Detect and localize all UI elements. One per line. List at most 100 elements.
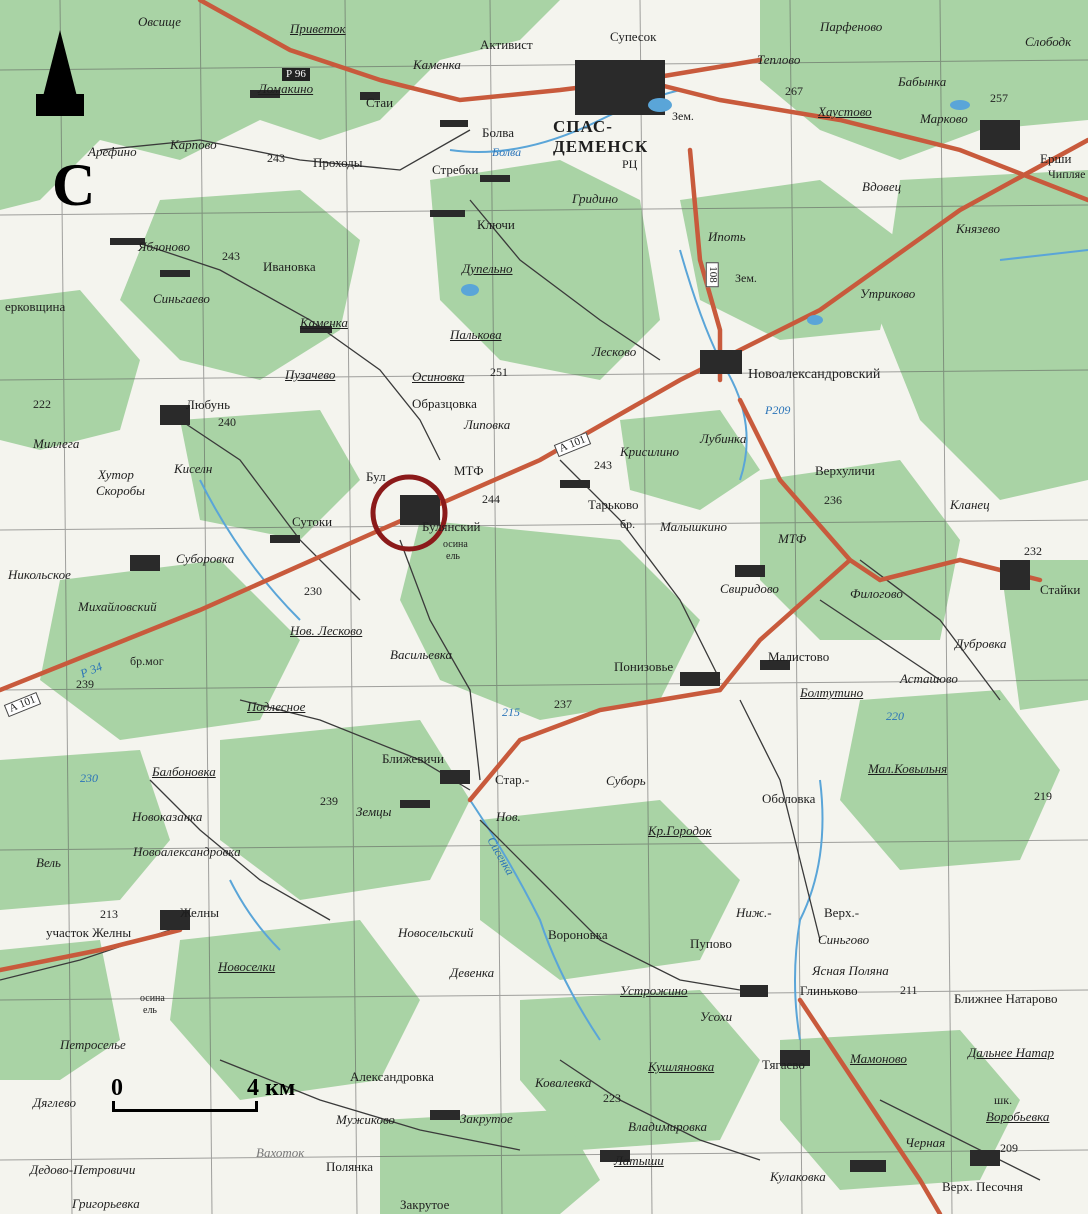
place-novoselki: Новоселки bbox=[218, 959, 276, 974]
place-knyazevo: Князево bbox=[956, 221, 1000, 236]
height-232: 232 bbox=[1024, 544, 1042, 558]
place-vasilyevka: Васильевка bbox=[390, 647, 452, 662]
place-astashovo: Асташово bbox=[900, 671, 958, 686]
place-malyshkino: Малышкино bbox=[660, 519, 727, 534]
contour-220: 220 bbox=[886, 709, 904, 723]
north-arrow-icon bbox=[36, 30, 84, 116]
place-pupovo: Пупово bbox=[690, 936, 732, 951]
place-stai: Стаи bbox=[366, 95, 394, 110]
place-lomakino: Ломакино bbox=[258, 81, 314, 96]
road-label-r96: Р 96 bbox=[282, 68, 310, 81]
place-klantsy: Кланец bbox=[950, 497, 990, 512]
height-244: 244 bbox=[482, 492, 500, 506]
place-kushlyanovka: Кушляновка bbox=[648, 1059, 715, 1074]
place-verkhulichi: Верхуличи bbox=[815, 463, 875, 478]
place-tserkovshchina: ерковщина bbox=[5, 299, 66, 314]
place-latyshi: Латыши bbox=[614, 1153, 664, 1168]
place-kr-gorodok: Кр.Городок bbox=[648, 823, 712, 838]
height-239-west: 239 bbox=[76, 677, 94, 691]
height-243-krisilino: 243 bbox=[594, 458, 612, 472]
place-aleksandrovka: Александровка bbox=[350, 1069, 434, 1084]
place-zemtsy: Земцы bbox=[356, 804, 392, 819]
label-rc: РЦ bbox=[622, 157, 638, 171]
place-ivanovka: Ивановка bbox=[263, 259, 316, 274]
contour-215: 215 bbox=[502, 705, 520, 719]
height-236: 236 bbox=[824, 493, 842, 507]
place-lyubun: Любунь bbox=[186, 397, 231, 412]
place-krisilino: Крисилино bbox=[620, 444, 680, 459]
place-grigoryevka: Григорьевка bbox=[72, 1196, 140, 1211]
place-gridino: Гридино bbox=[572, 191, 619, 206]
place-voronovka: Вороновка bbox=[548, 927, 608, 942]
north-letter: С bbox=[52, 152, 96, 218]
place-privetok: Приветок bbox=[290, 21, 346, 36]
height-222: 222 bbox=[33, 397, 51, 411]
scale-zero-label: 0 bbox=[111, 1075, 123, 1101]
place-pyzachevo: Пузачево bbox=[285, 367, 336, 382]
place-supesok: Супесок bbox=[610, 29, 657, 44]
place-ustrozhino: Устрожино bbox=[620, 983, 688, 998]
place-palkovo: Палькова bbox=[450, 327, 502, 342]
place-ipot: Ипоть bbox=[708, 229, 746, 244]
place-khutor: Хутор bbox=[98, 467, 134, 482]
label-br-mog: бр.мог bbox=[130, 654, 164, 668]
height-219: 219 bbox=[1034, 789, 1052, 803]
place-bu: Бул bbox=[366, 469, 386, 484]
place-nizh: Ниж.- bbox=[736, 905, 772, 920]
height-257: 257 bbox=[990, 91, 1008, 105]
place-nov-leskovo: Нов. Лесково bbox=[290, 623, 363, 638]
place-aktivist: Активист bbox=[480, 37, 533, 52]
place-vorobyevka: Воробьевка bbox=[986, 1109, 1050, 1124]
place-uchastok-zhelny: участок Желны bbox=[46, 925, 132, 940]
height-240: 240 bbox=[218, 415, 236, 429]
place-bulyansky: Булянский bbox=[422, 519, 481, 534]
settlements bbox=[110, 60, 1030, 1172]
height-209: 209 bbox=[1000, 1141, 1018, 1155]
place-suborovka: Суборовка bbox=[176, 551, 235, 566]
place-staiki: Стайки bbox=[1040, 582, 1081, 597]
place-dupelno: Дупельно bbox=[462, 261, 513, 276]
place-arefino: Арефино bbox=[88, 144, 137, 159]
scale-tick-right bbox=[255, 1101, 258, 1111]
town-spas-demensk-line1: СПАС- bbox=[553, 117, 613, 136]
north-arrow: С bbox=[30, 30, 95, 215]
place-subor: Суборь bbox=[606, 773, 646, 788]
place-babynka: Бабынка bbox=[898, 74, 947, 89]
label-shk: шк. bbox=[994, 1093, 1013, 1107]
place-usokhi: Усохи bbox=[700, 1009, 733, 1024]
place-obolovka: Оболовка bbox=[762, 791, 816, 806]
place-kamenka-north: Каменка bbox=[413, 57, 461, 72]
place-parfenovo: Парфеново bbox=[820, 19, 883, 34]
place-devenka: Девенка bbox=[450, 965, 495, 980]
place-utrikovo: Утриково bbox=[860, 286, 916, 301]
place-prohody: Проходы bbox=[313, 155, 363, 170]
place-dedovo-petrovichi: Дедово-Петровичи bbox=[30, 1162, 136, 1177]
place-novoselsky: Новосельский bbox=[398, 925, 474, 940]
place-mal-kovylnya: Мал.Ковыльня bbox=[868, 761, 948, 776]
road-label-r209: Р209 bbox=[765, 403, 791, 417]
place-sinyagaevo: Синьгаево bbox=[153, 291, 210, 306]
lakes bbox=[461, 98, 970, 325]
place-leskovo: Лесково bbox=[592, 344, 637, 359]
scale-line bbox=[112, 1109, 258, 1112]
place-markovo: Марково bbox=[920, 111, 968, 126]
contour-230: 230 bbox=[80, 771, 98, 785]
place-kovalevka: Ковалевка bbox=[535, 1075, 592, 1090]
place-ershi: Ерши bbox=[1040, 151, 1072, 166]
place-novokazanka: Новоказанка bbox=[132, 809, 203, 824]
height-230-north: 230 bbox=[304, 584, 322, 598]
place-lubinka: Лубинка bbox=[700, 431, 747, 446]
place-zhelny: Желны bbox=[180, 905, 219, 920]
height-239: 239 bbox=[320, 794, 338, 808]
place-dyatlevo: Дяглево bbox=[33, 1095, 76, 1110]
place-sutoki: Сутоки bbox=[292, 514, 333, 529]
label-mtf-bulyansky: МТФ bbox=[454, 463, 484, 478]
label-br: бр. bbox=[620, 517, 636, 531]
place-strebki: Стребки bbox=[432, 162, 479, 177]
place-tarkovo: Тарьково bbox=[588, 497, 639, 512]
place-yablonovo: Яблоново bbox=[138, 239, 191, 254]
place-sviridovo: Свиридово bbox=[720, 581, 779, 596]
place-vladimirovka: Владимировка bbox=[628, 1119, 708, 1134]
